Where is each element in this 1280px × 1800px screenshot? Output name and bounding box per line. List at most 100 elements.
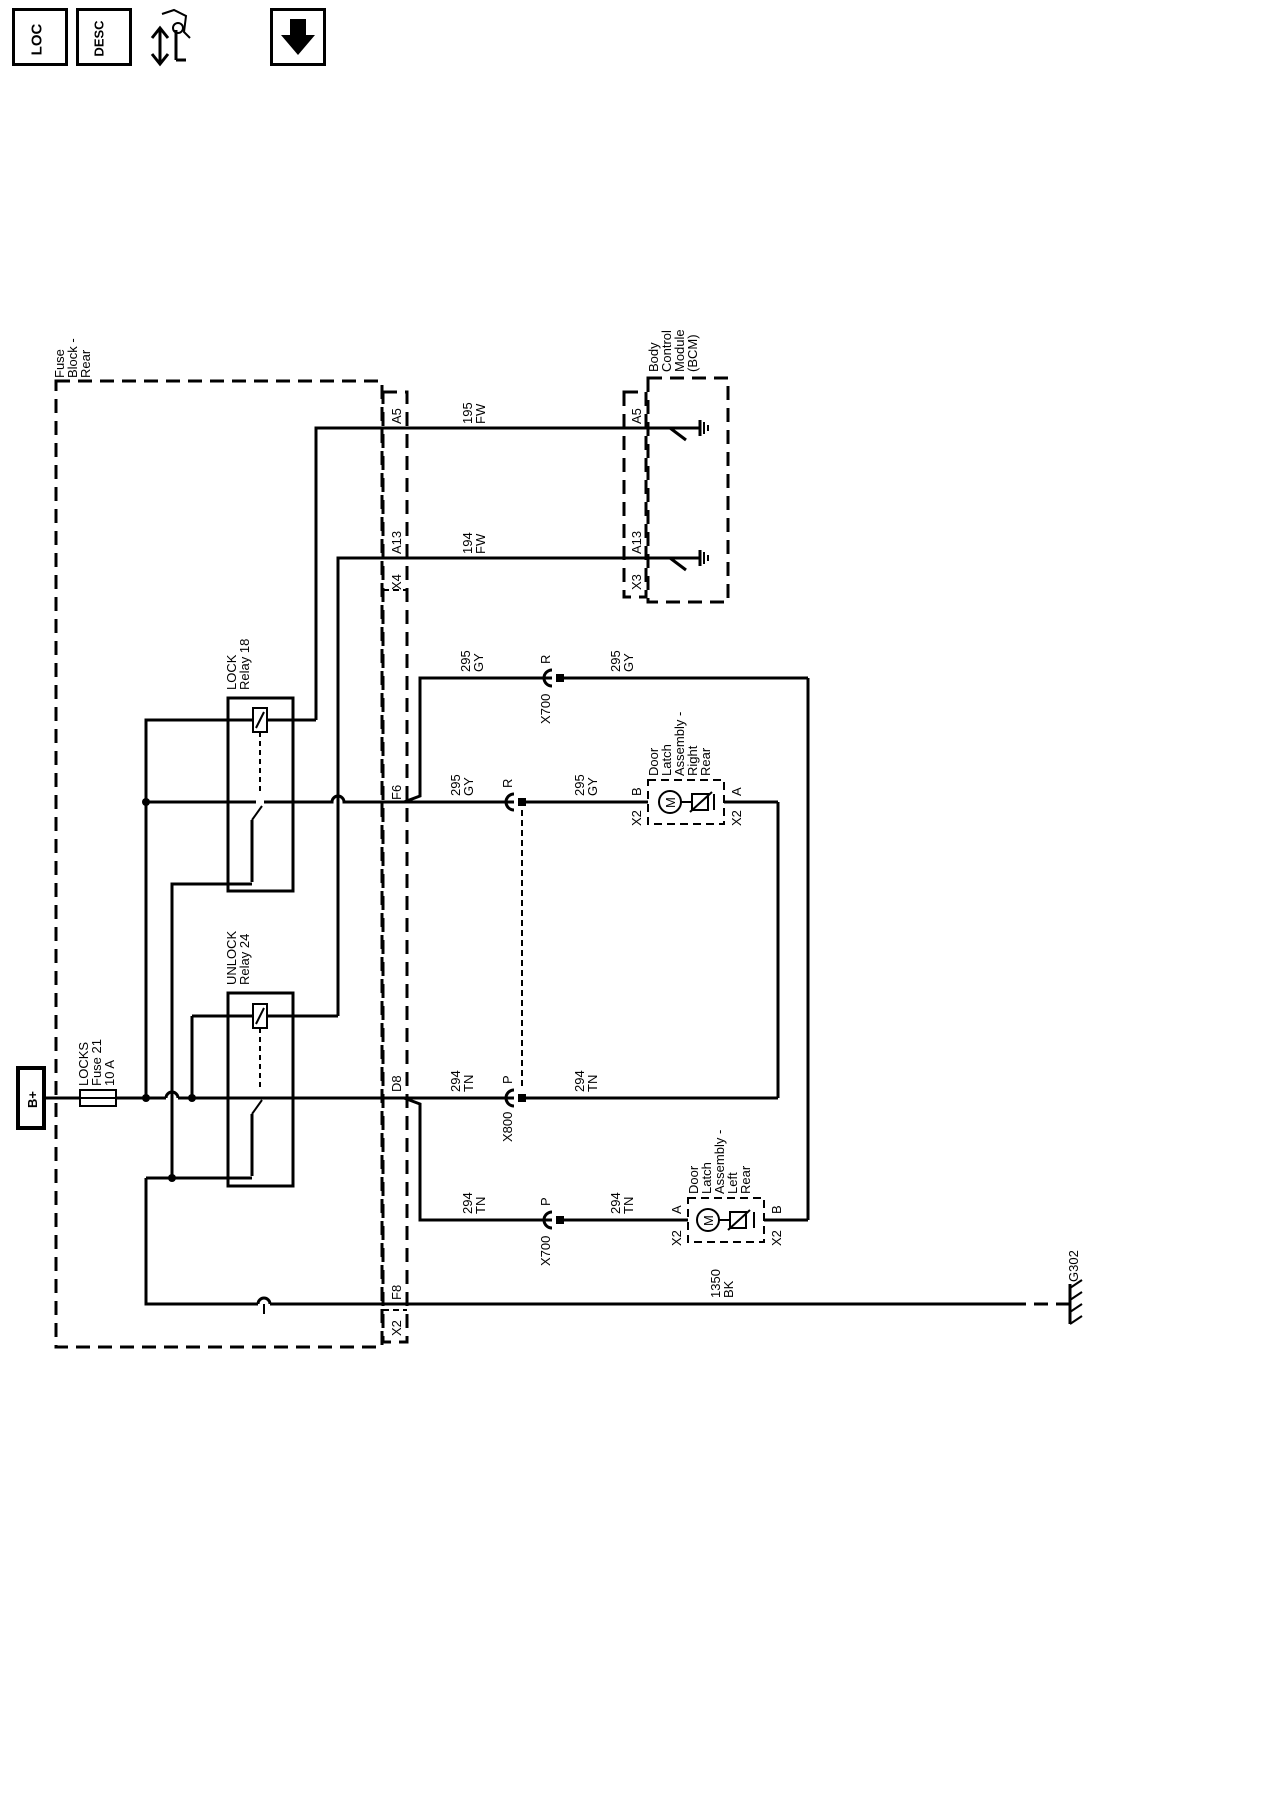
right-latch-motor: M <box>663 797 678 808</box>
bcm-switch-a5 <box>669 420 709 442</box>
bcm-title-4: (BCM) <box>685 334 700 372</box>
bcm-title-2: Control <box>659 330 674 372</box>
fuse-label-2: Fuse 21 <box>89 1039 104 1086</box>
left-latch-title-2: Latch <box>699 1162 714 1194</box>
bplus-label: B+ <box>25 1091 40 1108</box>
unlock-coil-to-a13 <box>336 556 700 1016</box>
left-latch-x2-b: X2 <box>769 1230 784 1246</box>
bcm-conn-a5: A5 <box>629 408 644 424</box>
wire-294-low <box>403 1096 552 1222</box>
wire-295-a-num: 295 <box>458 650 473 672</box>
x700-low-pin: P <box>538 1197 553 1206</box>
lock-relay-18: LOCK Relay 18 <box>224 639 330 893</box>
wire-294-d-color: TN <box>621 1197 636 1214</box>
left-latch-title-1: Door <box>686 1165 701 1194</box>
desc-button-label: DESC <box>91 20 107 57</box>
right-latch-x2-a: X2 <box>729 810 744 826</box>
ground-wire-1350 <box>144 1178 258 1306</box>
conn-a5-left: A5 <box>389 408 404 424</box>
fuse-label-3: 10 A <box>102 1060 117 1086</box>
x800-r-pin: R <box>500 779 515 788</box>
bcm-switch-a13 <box>669 550 709 572</box>
right-latch-pin-a: A <box>729 787 744 796</box>
x800-label: X800 <box>500 1112 515 1142</box>
loc-button-label: LOC <box>28 23 46 56</box>
left-latch-pin-b: B <box>769 1205 784 1214</box>
right-latch-x2-b: X2 <box>629 810 644 826</box>
wire-294-a-num: 294 <box>448 1070 463 1092</box>
wire-294-c-num: 294 <box>460 1192 475 1214</box>
x800-p-pin: P <box>500 1075 515 1084</box>
unlock-relay-label-1: UNLOCK <box>224 930 239 985</box>
x700-low-label: X700 <box>538 1236 553 1266</box>
right-latch-title-3: Assembly - <box>672 712 687 776</box>
wire-295-d-num: 295 <box>572 774 587 796</box>
wire-295-d-color: GY <box>585 777 600 796</box>
wire-294-a-color: TN <box>461 1075 476 1092</box>
fuse-block-title-2: Block - <box>65 338 80 378</box>
wire-194-color: FW <box>473 533 488 554</box>
bcm-title-1: Body <box>646 342 661 372</box>
wire-295-c-color: GY <box>461 777 476 796</box>
right-rear-door-latch: M B A X2 X2 Door Latch Assembly - Right … <box>629 712 780 1098</box>
wire-195-color: FW <box>473 403 488 424</box>
unlock-relay-24: UNLOCK Relay 24 <box>190 930 338 1188</box>
left-latch-x2-a: X2 <box>669 1230 684 1246</box>
lock-relay-label-1: LOCK <box>224 654 239 690</box>
conn-a13-left: A13 <box>389 531 404 554</box>
wire-195-num: 195 <box>460 402 475 424</box>
wire-295-b-color: GY <box>621 653 636 672</box>
right-latch-title-2: Latch <box>659 744 674 776</box>
wire-1350-color: BK <box>721 1280 736 1298</box>
fuse-block-outline <box>54 379 384 1349</box>
fuse-label-1: LOCKS <box>76 1042 91 1086</box>
right-latch-title-4: Right <box>685 745 700 776</box>
ground-g302: G302 <box>1066 1250 1083 1325</box>
wire-295-c-num: 295 <box>448 774 463 796</box>
bcm-conn-x3: X3 <box>629 574 644 590</box>
right-latch-title-5: Rear <box>698 747 713 776</box>
down-arrow-icon <box>281 19 315 55</box>
conn-f6: F6 <box>389 785 404 800</box>
left-latch-title-4: Left <box>725 1172 740 1194</box>
diagnostic-tools-icon <box>150 8 191 67</box>
bplus-to-lock-coil <box>144 718 230 1098</box>
desc-button[interactable]: DESC <box>76 8 132 66</box>
wire-1350-num: 1350 <box>708 1269 723 1298</box>
x700-top-pin: R <box>538 655 553 664</box>
right-latch-title-1: Door <box>646 747 661 776</box>
wire-295-a-color: GY <box>471 653 486 672</box>
wire-295-b-num: 295 <box>608 650 623 672</box>
wire-295-top <box>403 676 552 804</box>
fuse-21: LOCKS Fuse 21 10 A <box>44 1039 117 1107</box>
bcm-title-3: Module <box>672 329 687 372</box>
conn-d8: D8 <box>389 1075 404 1092</box>
loc-button[interactable]: LOC <box>12 8 68 66</box>
left-rear-door-latch: M A B X2 X2 Door Latch Assembly - Left R… <box>669 1130 808 1246</box>
fuse-block-title-1: Fuse <box>52 349 67 378</box>
conn-f8: F8 <box>389 1285 404 1300</box>
bcm-connector-strip <box>622 390 648 599</box>
wire-294-b-color: TN <box>585 1075 600 1092</box>
wire-294-c-color: TN <box>473 1197 488 1214</box>
fuse-block-title-3: Rear <box>78 349 93 378</box>
fuse-block-connector-strip <box>381 390 409 1344</box>
lock-coil-to-a5 <box>314 426 700 720</box>
wire-294-d-num: 294 <box>608 1192 623 1214</box>
diagnostic-tools-button[interactable] <box>142 6 202 68</box>
wire-194-num: 194 <box>460 532 475 554</box>
bcm-outline <box>646 376 730 604</box>
left-latch-motor: M <box>701 1215 716 1226</box>
down-arrow-button[interactable] <box>270 8 326 66</box>
conn-x4: X4 <box>389 574 404 590</box>
right-latch-pin-b: B <box>629 787 644 796</box>
conn-x2-block: X2 <box>389 1320 404 1336</box>
x700-top-label: X700 <box>538 694 553 724</box>
ground-label: G302 <box>1066 1250 1081 1282</box>
lock-relay-label-2: Relay 18 <box>237 639 252 690</box>
left-latch-pin-a: A <box>669 1205 684 1214</box>
power-source-bplus: B+ <box>16 1066 46 1130</box>
left-latch-title-3: Assembly - <box>712 1130 727 1194</box>
